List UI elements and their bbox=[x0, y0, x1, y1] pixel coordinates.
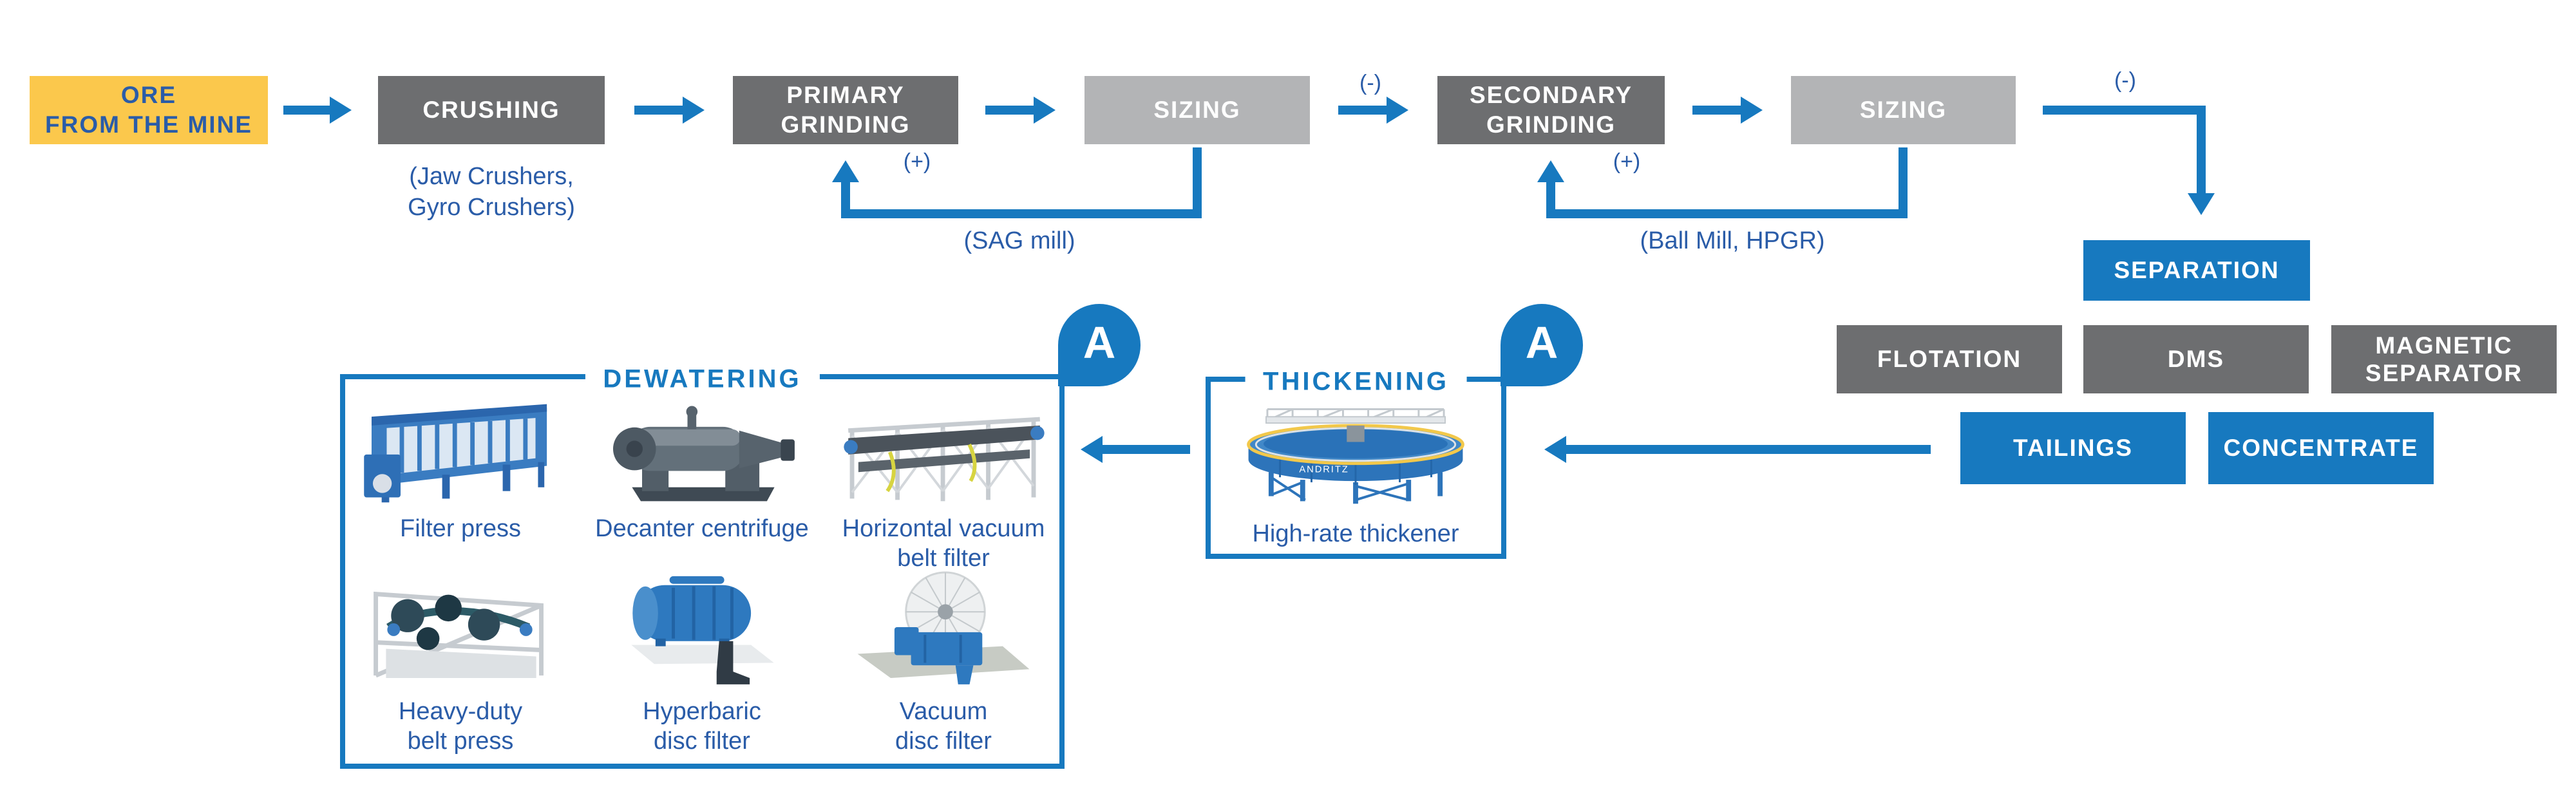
caption-line: Filter press bbox=[400, 515, 521, 542]
high-rate-thickener-image: ANDRITZ bbox=[1247, 408, 1464, 504]
vacuum-disc-filter-image bbox=[857, 571, 1030, 684]
arrowhead-sag-loop bbox=[832, 160, 859, 182]
ballmill-loop-up-segment bbox=[1546, 181, 1555, 218]
caption-line: Decanter centrifuge bbox=[595, 515, 809, 542]
primary-grinding-line1: PRIMARY bbox=[786, 82, 905, 108]
magnetic-separator-line1: MAGNETIC bbox=[2375, 332, 2513, 359]
primary-grinding-line2: GRINDING bbox=[781, 111, 911, 138]
arrowhead-sizing1-to-secondary bbox=[1387, 97, 1408, 124]
secondary-grinding-line2: GRINDING bbox=[1486, 111, 1616, 138]
arrowhead-ore-to-crushing bbox=[330, 97, 352, 124]
horizontal-vacuum-belt-filter-image bbox=[844, 417, 1045, 502]
crushing-caption-line2: Gyro Crushers) bbox=[408, 194, 575, 221]
minus-label-1: (-) bbox=[1359, 71, 1381, 95]
magnetic-separator-box: MAGNETIC SEPARATOR bbox=[2331, 325, 2557, 393]
thickening-zone: THICKENING bbox=[1206, 367, 1506, 559]
crushing-box: CRUSHING bbox=[378, 76, 605, 144]
arrow-secondary-to-sizing2 bbox=[1692, 106, 1741, 115]
arrow-primary-to-sizing1 bbox=[985, 106, 1034, 115]
arrowhead-crushing-to-primary bbox=[683, 97, 705, 124]
flotation-box: FLOTATION bbox=[1837, 325, 2062, 393]
caption-line: Vacuum bbox=[899, 698, 988, 725]
caption-line: Horizontal vacuum bbox=[842, 515, 1045, 542]
caption-line: belt filter bbox=[897, 545, 990, 572]
ore-line2: FROM THE MINE bbox=[45, 111, 252, 138]
crushing-caption: (Jaw Crushers, Gyro Crushers) bbox=[363, 161, 620, 223]
caption-line: disc filter bbox=[895, 728, 992, 755]
caption-line: Hyperbaric bbox=[643, 698, 761, 725]
andritz-pin-logo-thickening: A bbox=[1501, 304, 1583, 386]
arrowhead-to-separation bbox=[2188, 193, 2215, 215]
filter-press-image bbox=[364, 404, 547, 503]
arrow-thickening-to-dewatering bbox=[1103, 445, 1190, 454]
arrowhead-ballmill-loop bbox=[1537, 160, 1564, 182]
vacuum-disc-filter-caption: Vacuum disc filter bbox=[821, 697, 1066, 756]
dewatering-title: DEWATERING bbox=[585, 364, 820, 394]
separation-label: SEPARATION bbox=[2114, 257, 2280, 283]
hyperbaric-disc-filter-image bbox=[631, 576, 774, 684]
arrow-tailings-to-thickening bbox=[1566, 445, 1931, 454]
filter-press-caption: Filter press bbox=[338, 514, 583, 543]
sag-loop-caption: (SAG mill) bbox=[963, 227, 1075, 254]
caption-line: belt press bbox=[407, 728, 514, 755]
thickener-wordmark: ANDRITZ bbox=[1299, 464, 1349, 475]
decanter-centrifuge-image bbox=[612, 406, 795, 502]
ballmill-loop-down-segment bbox=[1899, 147, 1908, 218]
dms-label: DMS bbox=[2167, 346, 2225, 372]
concentrate-label: CONCENTRATE bbox=[2223, 435, 2419, 461]
magnetic-separator-line2: SEPARATOR bbox=[2365, 360, 2523, 386]
dms-box: DMS bbox=[2083, 325, 2309, 393]
arrowhead-primary-to-sizing1 bbox=[1034, 97, 1056, 124]
flotation-label: FLOTATION bbox=[1877, 346, 2022, 372]
heavy-duty-belt-press-image bbox=[374, 591, 544, 679]
secondary-grinding-line1: SECONDARY bbox=[1469, 82, 1633, 108]
thickener-caption: High-rate thickener bbox=[1252, 520, 1459, 547]
ballmill-loop-caption: (Ball Mill, HPGR) bbox=[1640, 227, 1825, 254]
heavy-duty-belt-press-caption: Heavy-duty belt press bbox=[338, 697, 583, 756]
sizing1-box: SIZING bbox=[1084, 76, 1310, 144]
separation-box: SEPARATION bbox=[2083, 240, 2310, 301]
sag-loop-down-segment bbox=[1193, 147, 1202, 218]
sag-loop-bottom-segment bbox=[841, 209, 1202, 218]
tailings-box: TAILINGS bbox=[1960, 412, 2186, 484]
secondary-grinding-box: SECONDARY GRINDING bbox=[1437, 76, 1665, 144]
horizontal-vacuum-belt-filter-caption: Horizontal vacuum belt filter bbox=[821, 514, 1066, 573]
minus-label-2: (-) bbox=[2114, 68, 2136, 93]
crushing-caption-line1: (Jaw Crushers, bbox=[409, 163, 574, 190]
tailings-label: TAILINGS bbox=[2013, 435, 2133, 461]
arrow-sizing2-elbow-horizontal bbox=[2043, 106, 2206, 115]
ore-source-box: ORE FROM THE MINE bbox=[30, 76, 268, 144]
andritz-logo-letter: A bbox=[1083, 317, 1116, 368]
ore-line1: ORE bbox=[120, 82, 177, 108]
decanter-centrifuge-caption: Decanter centrifuge bbox=[580, 514, 824, 543]
hyperbaric-disc-filter-caption: Hyperbaric disc filter bbox=[580, 697, 824, 756]
primary-grinding-box: PRIMARY GRINDING bbox=[733, 76, 958, 144]
thickening-title: THICKENING bbox=[1245, 367, 1467, 397]
caption-line: disc filter bbox=[654, 728, 750, 755]
caption-line: Heavy-duty bbox=[398, 698, 523, 725]
concentrate-box: CONCENTRATE bbox=[2208, 412, 2434, 484]
arrowhead-thickening-to-dewatering bbox=[1081, 436, 1103, 463]
arrowhead-tailings-to-thickening bbox=[1544, 436, 1566, 463]
andritz-pin-logo-dewatering: A bbox=[1058, 304, 1141, 386]
andritz-logo-letter: A bbox=[1525, 317, 1558, 368]
plus-label-1: (+) bbox=[903, 149, 931, 174]
sizing1-label: SIZING bbox=[1153, 97, 1241, 123]
arrow-crushing-to-primary bbox=[634, 106, 683, 115]
sag-loop-up-segment bbox=[841, 181, 850, 218]
ballmill-loop-bottom-segment bbox=[1546, 209, 1908, 218]
arrow-sizing2-elbow-vertical bbox=[2197, 106, 2206, 193]
arrow-ore-to-crushing bbox=[283, 106, 330, 115]
arrow-sizing1-to-secondary bbox=[1338, 106, 1387, 115]
plus-label-2: (+) bbox=[1613, 149, 1641, 174]
sizing2-box: SIZING bbox=[1791, 76, 2016, 144]
sizing2-label: SIZING bbox=[1859, 97, 1947, 123]
crushing-label: CRUSHING bbox=[422, 97, 560, 123]
arrowhead-secondary-to-sizing2 bbox=[1741, 97, 1763, 124]
